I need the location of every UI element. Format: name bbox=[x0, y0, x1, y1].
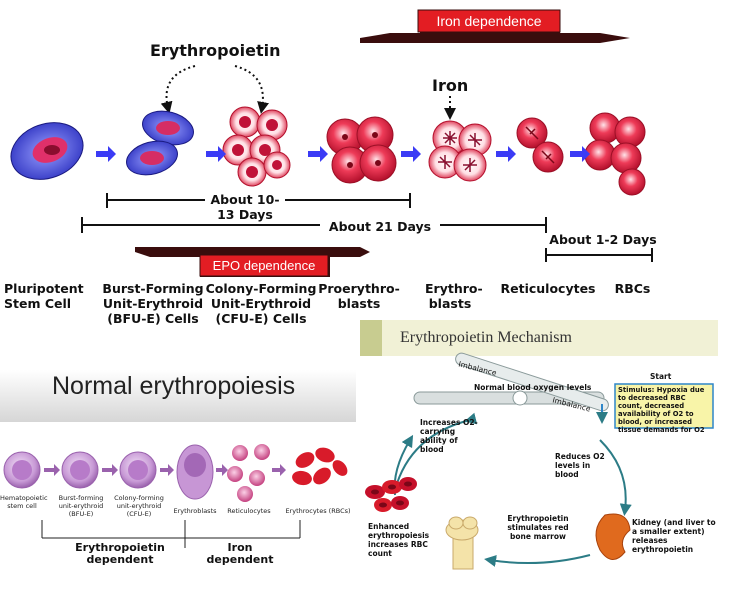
balance-bar bbox=[413, 352, 609, 412]
normal-label-cfu-e: Colony-forming unit-erythroid (CFU-E) bbox=[114, 494, 164, 518]
normal-bfu-e-cell bbox=[61, 451, 99, 489]
normal-hsc-cell bbox=[3, 451, 41, 489]
cfu-e-cells-illustration bbox=[222, 106, 291, 187]
stage-arrows bbox=[96, 146, 590, 162]
enhanced-text: Enhanced erythropoiesis increases RBC co… bbox=[368, 522, 430, 558]
normal-rbc-cells bbox=[292, 447, 348, 486]
days-21-label: About 21 Days bbox=[328, 219, 432, 234]
stage-label-bfu-e: Burst-Forming Unit-Erythroid (BFU-E) Cel… bbox=[102, 281, 204, 326]
stimulus-box bbox=[614, 383, 714, 429]
rbcs-illustration bbox=[584, 112, 646, 196]
mechanism-title: Erythropoietin Mechanism bbox=[400, 329, 572, 346]
epo-dependent-label: Erythropoietin dependent bbox=[75, 541, 165, 566]
stimulus-text: Stimulus: Hypoxia due to decreased RBC c… bbox=[618, 386, 705, 434]
cycle-arrows bbox=[393, 412, 632, 567]
normal-erythropoiesis-title: Normal erythropoiesis bbox=[52, 372, 296, 400]
mechanism-rbc-cluster bbox=[365, 477, 417, 512]
normal-label-erythroblasts: Erythroblasts bbox=[173, 507, 217, 515]
increases-text: Increases O2-carrying ability of blood bbox=[420, 418, 478, 454]
iron-label: Iron bbox=[432, 76, 469, 95]
stage-label-erythroblasts: Erythro-blasts bbox=[425, 281, 483, 311]
normal-levels-label: Normal blood oxygen levels bbox=[474, 383, 592, 392]
proerythroblasts-illustration bbox=[326, 116, 397, 184]
erythroblasts-illustration bbox=[428, 120, 492, 182]
stage-label-rbcs: RBCs bbox=[614, 281, 651, 296]
normal-label-hsc: Hematopoietic stem cell bbox=[0, 494, 48, 510]
erythropoietin-label: Erythropoietin bbox=[150, 41, 281, 60]
reticulocytes-illustration bbox=[516, 117, 564, 173]
days-10-13-label: About 10-13 Days bbox=[210, 192, 280, 222]
iron-dependence-label: Iron dependence bbox=[436, 13, 542, 29]
epo-dotted-arrow-right bbox=[234, 65, 269, 114]
normal-label-rbcs: Erythrocytes (RBCs) bbox=[285, 507, 351, 515]
kidney-text: Kidney (and liver to a smaller extent) r… bbox=[632, 518, 716, 554]
normal-reticulocyte-cells bbox=[227, 444, 270, 502]
iron-dependence-banner-box bbox=[417, 9, 561, 33]
epo-dotted-arrow-left bbox=[160, 65, 196, 114]
normal-dependence-brackets bbox=[41, 520, 301, 548]
timeline-brackets bbox=[81, 193, 653, 262]
epo-dependence-banner-box bbox=[199, 254, 329, 277]
bone-marrow-illustration bbox=[445, 516, 479, 570]
normal-cfu-e-cell bbox=[119, 451, 157, 489]
days-1-2-label: About 1-2 Days bbox=[549, 232, 657, 247]
stem-cell-illustration bbox=[10, 122, 84, 180]
stage-label-cfu-e: Colony-Forming Unit-Erythroid (CFU-E) Ce… bbox=[205, 281, 317, 326]
epo-dependence-label: EPO dependence bbox=[212, 258, 316, 273]
kidney-illustration bbox=[595, 513, 631, 560]
normal-label-bfu-e: Burst-forming unit-erythroid (BFU-E) bbox=[58, 494, 104, 518]
normal-stage-arrows bbox=[44, 464, 286, 476]
bfu-e-cells-illustration bbox=[126, 110, 194, 176]
stage-label-pluripotent: Pluripotent Stem Cell bbox=[4, 281, 84, 311]
stage-label-proerythroblasts: Proerythro-blasts bbox=[318, 281, 400, 311]
reduces-text: Reduces O2 levels in blood bbox=[555, 452, 605, 479]
normal-label-reticulocytes: Reticulocytes bbox=[227, 507, 271, 515]
start-label: Start bbox=[650, 372, 672, 381]
marrow-text: Erythropoietin stimulates red bone marro… bbox=[507, 514, 569, 541]
stage-label-reticulocytes: Reticulocytes bbox=[500, 281, 596, 296]
normal-erythroblast-cell bbox=[176, 444, 214, 500]
iron-dependent-label: Iron dependent bbox=[206, 541, 274, 566]
